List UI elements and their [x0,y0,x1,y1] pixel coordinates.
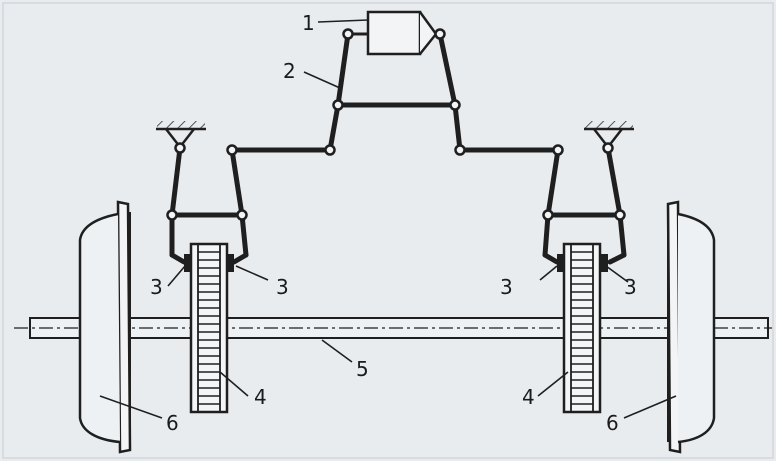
label-disc-left: 4 [254,385,267,409]
brake-disc-right [562,242,602,414]
wheel-left [78,200,132,454]
brake-pad-left-outer [184,254,192,272]
pivot-joint [324,144,336,156]
pivot-joints [166,28,626,221]
pivot-joint [166,209,178,221]
pivot-joint [226,144,238,156]
brake-pad-right-inner [557,254,565,272]
pivot-joint [542,209,554,221]
pivot-joint [236,209,248,221]
label-shoe-left-outer: 3 [150,275,163,299]
label-wheel-right: 6 [606,411,619,435]
wheel-right [666,200,716,454]
pivot-joint [602,142,614,154]
label-shoe-right-inner: 3 [500,275,513,299]
linkage [169,31,627,265]
label-actuator: 1 [302,11,315,35]
pivot-joint [614,209,626,221]
pivot-joint [454,144,466,156]
labels: 1 2 3 3 3 3 4 4 5 6 6 [150,11,637,435]
brake-disc-left [189,242,229,414]
pivot-joint [552,144,564,156]
leader-lines [99,19,677,419]
label-disc-right: 4 [522,385,535,409]
brake-pad-left-inner [226,254,234,272]
pivot-joint [342,28,354,40]
brake-pad-right-outer [600,254,608,272]
pivot-joint [174,142,186,154]
label-wheel-left: 6 [166,411,179,435]
label-shoe-left-inner: 3 [276,275,289,299]
label-rod: 2 [283,59,296,83]
label-shoe-right-outer: 3 [624,275,637,299]
label-axle: 5 [356,357,369,381]
pivot-joint [332,99,344,111]
brake-actuator [348,10,438,56]
pivot-joint [449,99,461,111]
pivot-joint [434,28,446,40]
brake-pads [184,254,608,272]
